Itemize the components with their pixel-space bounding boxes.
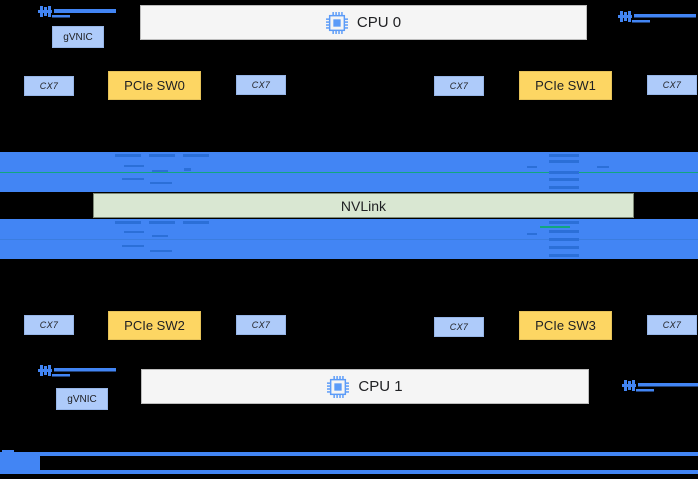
pcie-switch-box[interactable]: PCIe SW3 bbox=[519, 311, 612, 340]
band-tick bbox=[549, 238, 579, 241]
pcie-switch-label: PCIe SW0 bbox=[124, 78, 185, 93]
band-tick bbox=[527, 233, 537, 235]
gpu-row-0 bbox=[0, 152, 698, 192]
cx7-label: CX7 bbox=[662, 80, 682, 90]
cx7-label: CX7 bbox=[251, 320, 271, 330]
nic-card-icon bbox=[622, 379, 698, 395]
network-rail-bottom-line bbox=[0, 470, 698, 474]
band-tick bbox=[124, 231, 144, 233]
band-tick bbox=[549, 171, 579, 174]
network-rail-top-line bbox=[0, 452, 698, 456]
cx7-label: CX7 bbox=[449, 322, 469, 332]
band-tick bbox=[549, 154, 579, 157]
band-tick bbox=[549, 254, 579, 257]
band-tick bbox=[540, 226, 570, 228]
cx7-label: CX7 bbox=[662, 320, 682, 330]
cpu-label-0: CPU 0 bbox=[356, 14, 402, 31]
gvnic-label: gVNIC bbox=[63, 31, 93, 43]
band-tick bbox=[549, 160, 579, 163]
cx7-box[interactable]: CX7 bbox=[647, 315, 697, 335]
nvlink-label: NVLink bbox=[340, 197, 387, 214]
cpu-chip-icon bbox=[327, 375, 350, 398]
gvnic-box[interactable]: gVNIC bbox=[52, 26, 104, 48]
nvlink-accent-line bbox=[0, 239, 698, 240]
band-tick bbox=[184, 168, 191, 171]
gvnic-label: gVNIC bbox=[67, 393, 97, 405]
cx7-box[interactable]: CX7 bbox=[24, 76, 74, 96]
pcie-switch-box[interactable]: PCIe SW0 bbox=[108, 71, 201, 100]
band-tick bbox=[122, 178, 144, 180]
band-tick bbox=[122, 245, 144, 247]
cx7-label: CX7 bbox=[449, 81, 469, 91]
band-tick bbox=[124, 165, 144, 167]
band-tick bbox=[183, 221, 209, 224]
band-tick bbox=[549, 230, 579, 233]
cx7-label: CX7 bbox=[251, 80, 271, 90]
nic-card-icon bbox=[38, 4, 116, 20]
network-switch-icon bbox=[0, 448, 40, 478]
cx7-box[interactable]: CX7 bbox=[647, 75, 697, 95]
band-tick bbox=[549, 186, 579, 189]
pcie-switch-label: PCIe SW2 bbox=[124, 318, 185, 333]
band-tick bbox=[115, 154, 141, 157]
band-tick bbox=[183, 154, 209, 157]
band-tick bbox=[549, 246, 579, 249]
pcie-switch-box[interactable]: PCIe SW2 bbox=[108, 311, 201, 340]
cx7-box[interactable]: CX7 bbox=[434, 76, 484, 96]
cx7-box[interactable]: CX7 bbox=[434, 317, 484, 337]
band-tick bbox=[149, 154, 175, 157]
cx7-box[interactable]: CX7 bbox=[236, 75, 286, 95]
gpu-row-1 bbox=[0, 219, 698, 259]
nic-card-icon bbox=[38, 364, 116, 380]
pcie-switch-box[interactable]: PCIe SW1 bbox=[519, 71, 612, 100]
pcie-switch-label: PCIe SW3 bbox=[535, 318, 596, 333]
cx7-box[interactable]: CX7 bbox=[24, 315, 74, 335]
nvlink-box[interactable]: NVLink bbox=[93, 193, 634, 218]
band-tick bbox=[549, 178, 579, 181]
cx7-box[interactable]: CX7 bbox=[236, 315, 286, 335]
cpu-box-1[interactable]: CPU 1 bbox=[141, 369, 589, 404]
cpu-label-1: CPU 1 bbox=[358, 378, 403, 395]
band-tick bbox=[152, 235, 168, 237]
cx7-label: CX7 bbox=[39, 320, 59, 330]
band-tick bbox=[152, 170, 168, 172]
cpu-chip-icon bbox=[325, 11, 348, 34]
band-tick bbox=[149, 221, 175, 224]
band-tick bbox=[150, 182, 172, 184]
nic-card-icon bbox=[618, 10, 696, 26]
band-tick bbox=[115, 221, 141, 224]
gvnic-box[interactable]: gVNIC bbox=[56, 388, 108, 410]
cpu-box-0[interactable]: CPU 0 bbox=[140, 5, 587, 40]
pcie-switch-label: PCIe SW1 bbox=[535, 78, 596, 93]
band-tick bbox=[597, 166, 609, 168]
band-tick bbox=[549, 221, 579, 224]
nvlink-accent-line bbox=[0, 172, 698, 173]
cx7-label: CX7 bbox=[39, 81, 59, 91]
band-tick bbox=[527, 166, 537, 168]
band-tick bbox=[150, 250, 172, 252]
